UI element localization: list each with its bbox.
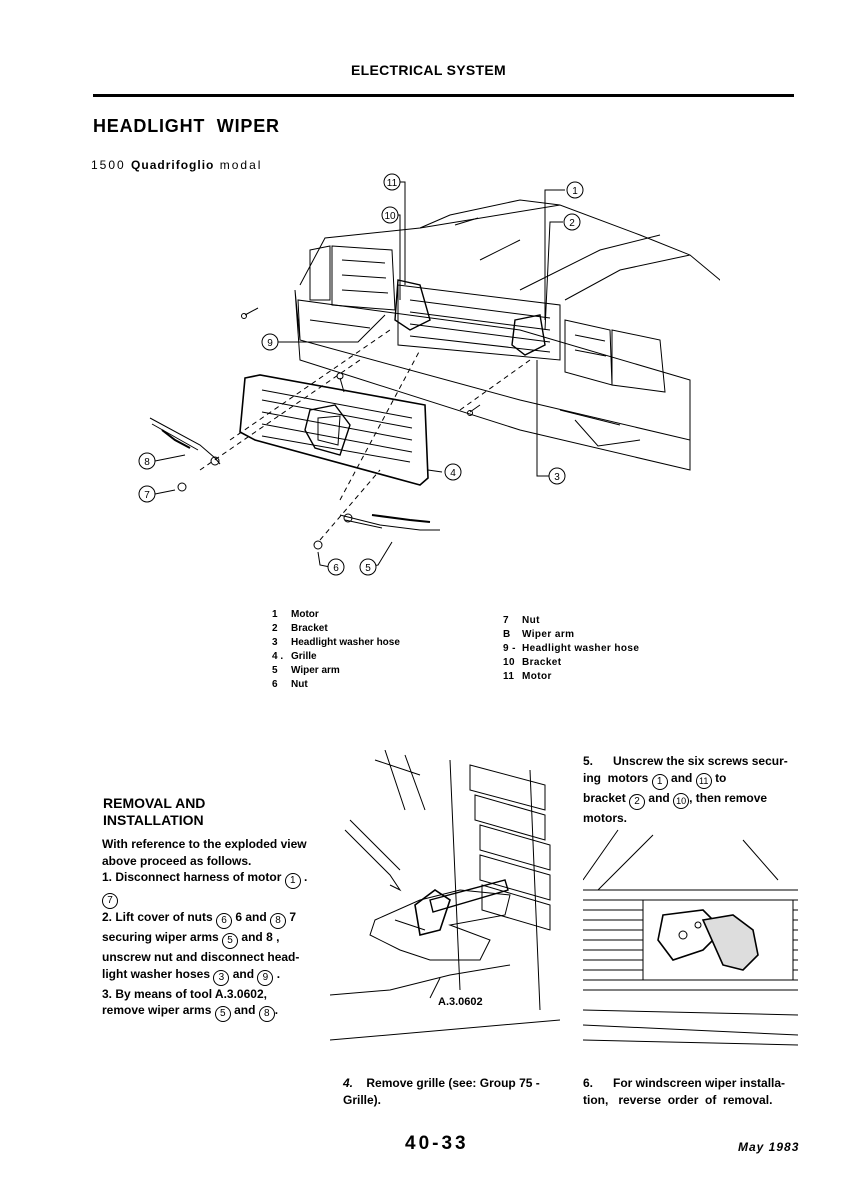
legend-item: 9 -Headlight washer hose [503,643,640,654]
ref-9: 9 [257,969,274,986]
section-heading: REMOVAL AND INSTALLATION [103,795,206,828]
callout-7: 7 [144,490,150,501]
callout-1: 1 [572,186,578,197]
page-number: 40-33 [405,1133,469,1154]
callout-11: 11 [387,178,398,189]
callout-5: 5 [365,563,371,574]
callout-9: 9 [267,338,273,349]
ref-5: 5 [222,933,239,949]
tool-illustration [330,750,560,1041]
intro-text: With reference to the exploded view abov… [102,837,307,868]
callout-6: 6 [333,563,339,574]
ref-6: 6 [216,913,233,929]
ref-5b: 5 [214,1006,231,1022]
ref-3: 3 [213,969,230,986]
ref-bracket-2: 2 [629,793,646,810]
ref-8: 8 [270,913,287,929]
step-4: 4. Remove grille (see: Group 75 - Grille… [343,1076,540,1107]
page-header: ELECTRICAL SYSTEM [351,62,506,78]
ref-bracket-10: 10 [673,792,690,809]
step-6: 6. For windscreen wiper installa- tion, … [583,1076,786,1107]
model-subtitle: 1500 Quadrifoglio modal [91,158,262,172]
callout-4: 4 [450,468,456,479]
tool-label: A.3.0602 [438,996,483,1008]
subtitle-suffix: modal [219,158,263,172]
revision-date: May 1983 [738,1140,800,1154]
ref-8b: 8 [258,1006,275,1022]
ref-1: 1 [284,873,301,889]
ref-motor-1: 1 [651,773,668,790]
step-5: 5. Unscrew the six screws secur- ing mot… [583,754,788,825]
callout-8: 8 [144,457,150,468]
legend-item: 4 .Grille [272,651,317,662]
ref-7: 7 [102,893,118,909]
callout-2: 2 [569,218,575,229]
step-1: 1. Disconnect harness of motor 1 . 7 [102,869,312,909]
step-3: 3. By means of tool A.3.0602,remove wipe… [102,986,312,1022]
header-rule [93,94,794,97]
page-title: HEADLIGHT WIPER [93,116,280,136]
callout-3: 3 [554,472,560,483]
procedure-text-left: With reference to the exploded view abov… [102,836,312,1022]
exploded-view-diagram: 11 10 1 2 9 4 3 8 7 6 5 [138,173,720,576]
subtitle-prefix: 1500 [91,158,126,172]
ref-motor-11: 11 [695,772,712,789]
callout-10: 10 [384,211,396,222]
subtitle-model: Quadrifoglio [131,158,215,172]
motor-illustration [583,829,798,1046]
